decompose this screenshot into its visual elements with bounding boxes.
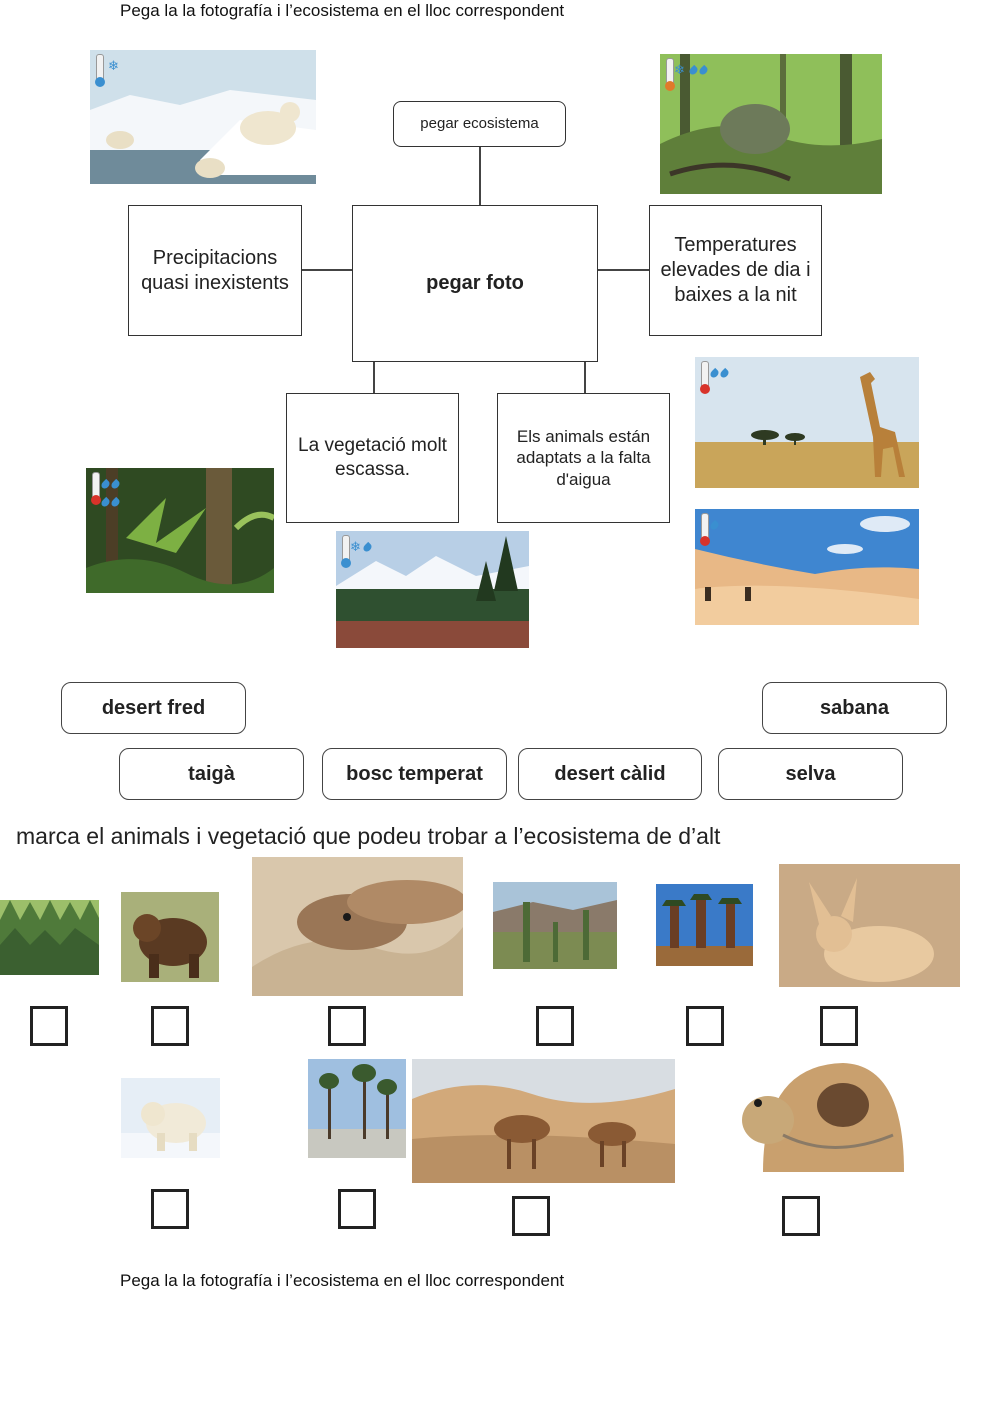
- checkbox-polar-bear[interactable]: [151, 1189, 189, 1229]
- label-taiga[interactable]: taigà: [119, 748, 304, 800]
- thermometer-icon: [341, 535, 351, 568]
- thermometer-icon: [95, 54, 105, 87]
- photo-slot[interactable]: pegar foto: [352, 205, 598, 362]
- label-selva[interactable]: selva: [718, 748, 903, 800]
- clue-bottom-right: Els animals están adaptats a la falta d'…: [497, 393, 670, 523]
- snowflake-icon: ❄: [108, 58, 119, 73]
- photo-polar-bear: [121, 1078, 220, 1158]
- checkbox-cactus[interactable]: [536, 1006, 574, 1046]
- checkbox-brown-bear[interactable]: [151, 1006, 189, 1046]
- checkbox-snowy-pines[interactable]: [338, 1189, 376, 1229]
- thermometer-icon: [700, 361, 710, 394]
- thermometer-icon: [700, 513, 710, 546]
- clue-left: Precipitacions quasi inexistents: [128, 205, 302, 336]
- label-desert-calid[interactable]: desert càlid: [518, 748, 702, 800]
- photo-cactus: [493, 882, 617, 969]
- photo-fennec-fox: [779, 864, 960, 987]
- photo-temperate-forest[interactable]: ❄: [660, 54, 882, 194]
- label-desert-fred[interactable]: desert fred: [61, 682, 246, 734]
- thermometer-icon: [665, 58, 675, 91]
- photo-polar-bears[interactable]: ❄: [90, 50, 316, 184]
- checkbox-horned-viper[interactable]: [328, 1006, 366, 1046]
- clue-bottom-left: La vegetació molt escassa.: [286, 393, 459, 523]
- photo-taiga[interactable]: ❄: [336, 531, 529, 648]
- photo-camels: [412, 1059, 675, 1183]
- thermometer-icon: [91, 472, 101, 505]
- photo-brown-bear: [121, 892, 219, 982]
- connector-line: [598, 269, 649, 271]
- photo-savanna[interactable]: [695, 357, 919, 488]
- label-bosc-temperat[interactable]: bosc temperat: [322, 748, 507, 800]
- connector-line: [302, 269, 352, 271]
- instruction-mark: marca el animals i vegetació que podeu t…: [16, 823, 721, 849]
- snowflake-icon: ❄: [350, 539, 361, 554]
- photo-jerboa: [723, 1055, 904, 1172]
- instruction-bottom: Pega la la fotografía i l’ecosistema en …: [120, 1271, 565, 1290]
- photo-baobab: [656, 884, 753, 966]
- ecosystem-slot[interactable]: pegar ecosistema: [393, 101, 566, 147]
- label-sabana[interactable]: sabana: [762, 682, 947, 734]
- connector-line: [373, 362, 375, 393]
- photo-snowy-pines: [308, 1059, 406, 1158]
- checkbox-jerboa[interactable]: [782, 1196, 820, 1236]
- photo-jungle[interactable]: [86, 468, 274, 593]
- photo-conifers: [0, 900, 99, 975]
- connector-line: [479, 147, 481, 205]
- connector-line: [584, 362, 586, 393]
- clue-right: Temperatures elevades de dia i baixes a …: [649, 205, 822, 336]
- instruction-top: Pega la la fotografía i l’ecosistema en …: [120, 1, 565, 20]
- checkbox-fennec-fox[interactable]: [820, 1006, 858, 1046]
- checkbox-camels[interactable]: [512, 1196, 550, 1236]
- snowflake-icon: ❄: [674, 62, 685, 77]
- photo-horned-viper: [252, 857, 463, 996]
- photo-hot-desert[interactable]: [695, 509, 919, 625]
- checkbox-conifers[interactable]: [30, 1006, 68, 1046]
- checkbox-baobab[interactable]: [686, 1006, 724, 1046]
